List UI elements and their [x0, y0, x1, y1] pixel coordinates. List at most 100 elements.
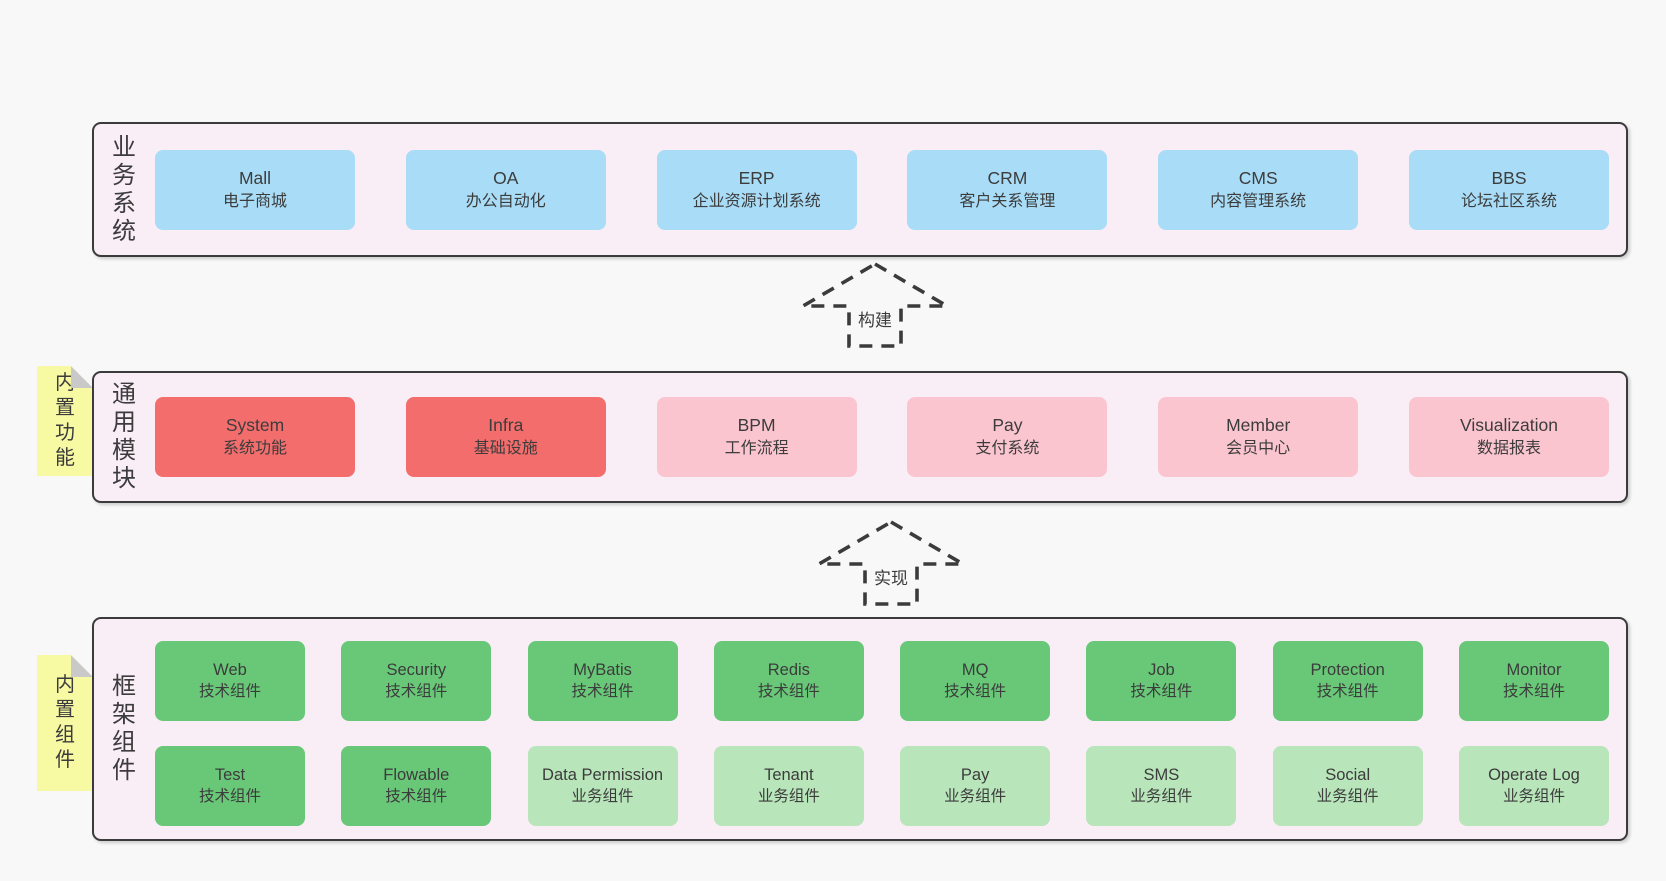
box-desc: 工作流程 — [724, 440, 789, 457]
box-desc: 业务组件 — [1316, 788, 1379, 805]
up-arrow-dashed-icon — [800, 261, 950, 348]
business-box-row: Mall 电子商城 OA 办公自动化 ERP 企业资源计划系统 CRM 客户关系… — [155, 149, 1609, 230]
box-security: Security 技术组件 — [341, 641, 492, 721]
box-bpm: BPM 工作流程 — [656, 397, 857, 477]
box-name: MQ — [961, 661, 989, 679]
box-name: SMS — [1143, 766, 1180, 784]
implement-arrow-label: 实现 — [871, 568, 911, 590]
box-desc: 技术组件 — [385, 788, 448, 805]
box-desc: 数据报表 — [1476, 440, 1541, 457]
box-desc: 支付系统 — [975, 440, 1040, 457]
box-desc: 办公自动化 — [465, 192, 546, 210]
box-name: ERP — [738, 167, 775, 188]
box-protection: Protection 技术组件 — [1272, 641, 1423, 721]
box-oa: OA 办公自动化 — [405, 149, 606, 230]
box-name: Job — [1148, 661, 1175, 679]
box-social: Social 业务组件 — [1272, 746, 1423, 826]
box-desc: 业务组件 — [1130, 788, 1193, 805]
framework-components-panel: 框架组件 Web 技术组件 Security 技术组件 MyBatis 技术组件… — [92, 617, 1628, 841]
box-desc: 技术组件 — [1130, 683, 1193, 700]
box-desc: 技术组件 — [385, 683, 448, 700]
box-operate-log: Operate Log 业务组件 — [1458, 746, 1609, 826]
panel-label-text: 业务系统 — [112, 133, 136, 245]
box-desc: 业务组件 — [571, 788, 634, 805]
box-monitor: Monitor 技术组件 — [1458, 641, 1609, 721]
box-name: Pay — [992, 415, 1023, 435]
box-desc: 技术组件 — [198, 788, 261, 805]
box-job: Job 技术组件 — [1086, 641, 1237, 721]
box-desc: 业务组件 — [757, 788, 820, 805]
box-mq: MQ 技术组件 — [900, 641, 1051, 721]
box-data-permission: Data Permission 业务组件 — [527, 746, 678, 826]
box-name: BBS — [1491, 167, 1527, 188]
box-name: Pay — [960, 766, 990, 784]
panel-label-framework: 框架组件 — [102, 619, 146, 839]
box-crm: CRM 客户关系管理 — [907, 149, 1108, 230]
box-desc: 客户关系管理 — [959, 192, 1056, 210]
box-pay-system: Pay 支付系统 — [907, 397, 1108, 477]
note-text: 内置功能 — [55, 372, 75, 469]
builtin-feature-note: 内置功能 — [37, 366, 93, 476]
up-arrow-dashed-icon — [816, 519, 966, 606]
modules-box-row: System 系统功能 Infra 基础设施 BPM 工作流程 Pay 支付系统… — [155, 397, 1609, 477]
box-name: CMS — [1238, 167, 1278, 188]
panel-label-text: 通用模块 — [112, 381, 136, 492]
box-mall: Mall 电子商城 — [155, 149, 355, 230]
box-name: Flowable — [383, 766, 450, 784]
box-desc: 企业资源计划系统 — [692, 192, 821, 210]
box-name: MyBatis — [573, 661, 632, 679]
box-name: Redis — [767, 661, 810, 679]
box-name: Social — [1325, 766, 1371, 784]
box-desc: 电子商城 — [222, 192, 287, 210]
box-desc: 技术组件 — [944, 683, 1007, 700]
box-sms: SMS 业务组件 — [1086, 746, 1237, 826]
box-flowable: Flowable 技术组件 — [341, 746, 492, 826]
box-name: Security — [386, 661, 447, 679]
note-fold-corner — [71, 655, 93, 677]
note-text: 内置组件 — [55, 674, 75, 771]
box-redis: Redis 技术组件 — [713, 641, 864, 721]
box-name: BPM — [737, 415, 776, 435]
box-desc: 技术组件 — [571, 683, 634, 700]
box-pay-component: Pay 业务组件 — [900, 746, 1051, 826]
box-name: Mall — [238, 167, 272, 188]
box-test: Test 技术组件 — [155, 746, 305, 826]
box-name: System — [225, 415, 285, 435]
box-name: Data Permission — [542, 766, 664, 784]
box-name: Monitor — [1506, 661, 1562, 679]
box-desc: 基础设施 — [473, 440, 538, 457]
box-erp: ERP 企业资源计划系统 — [656, 149, 857, 230]
box-desc: 系统功能 — [222, 440, 287, 457]
framework-box-row-2: Test 技术组件 Flowable 技术组件 Data Permission … — [155, 746, 1609, 826]
note-fold-corner — [71, 366, 93, 388]
box-desc: 技术组件 — [1502, 683, 1565, 700]
box-name: Member — [1226, 415, 1291, 435]
panel-label-text: 框架组件 — [112, 673, 136, 784]
box-cms: CMS 内容管理系统 — [1158, 149, 1359, 230]
box-name: Visualization — [1460, 415, 1558, 435]
box-name: Web — [213, 661, 247, 679]
box-name: Operate Log — [1488, 766, 1580, 784]
box-name: OA — [493, 167, 519, 188]
box-tenant: Tenant 业务组件 — [713, 746, 864, 826]
common-modules-panel: 通用模块 System 系统功能 Infra 基础设施 BPM 工作流程 Pay… — [92, 371, 1628, 503]
box-desc: 技术组件 — [1316, 683, 1379, 700]
box-desc: 技术组件 — [198, 683, 261, 700]
box-name: Tenant — [764, 766, 814, 784]
build-arrow: 构建 — [800, 261, 950, 349]
box-desc: 内容管理系统 — [1210, 192, 1307, 210]
box-bbs: BBS 论坛社区系统 — [1408, 149, 1609, 230]
box-member: Member 会员中心 — [1158, 397, 1359, 477]
box-desc: 业务组件 — [1502, 788, 1565, 805]
box-desc: 业务组件 — [944, 788, 1007, 805]
business-systems-panel: 业务系统 Mall 电子商城 OA 办公自动化 ERP 企业资源计划系统 CRM… — [92, 122, 1628, 257]
box-visualization: Visualization 数据报表 — [1408, 397, 1609, 477]
box-infra: Infra 基础设施 — [405, 397, 606, 477]
builtin-component-note: 内置组件 — [37, 655, 93, 791]
panel-label-business: 业务系统 — [102, 124, 146, 255]
implement-arrow: 实现 — [816, 519, 966, 607]
box-name: Infra — [488, 415, 524, 435]
box-desc: 论坛社区系统 — [1460, 192, 1557, 210]
box-name: CRM — [987, 167, 1028, 188]
box-web: Web 技术组件 — [155, 641, 305, 721]
